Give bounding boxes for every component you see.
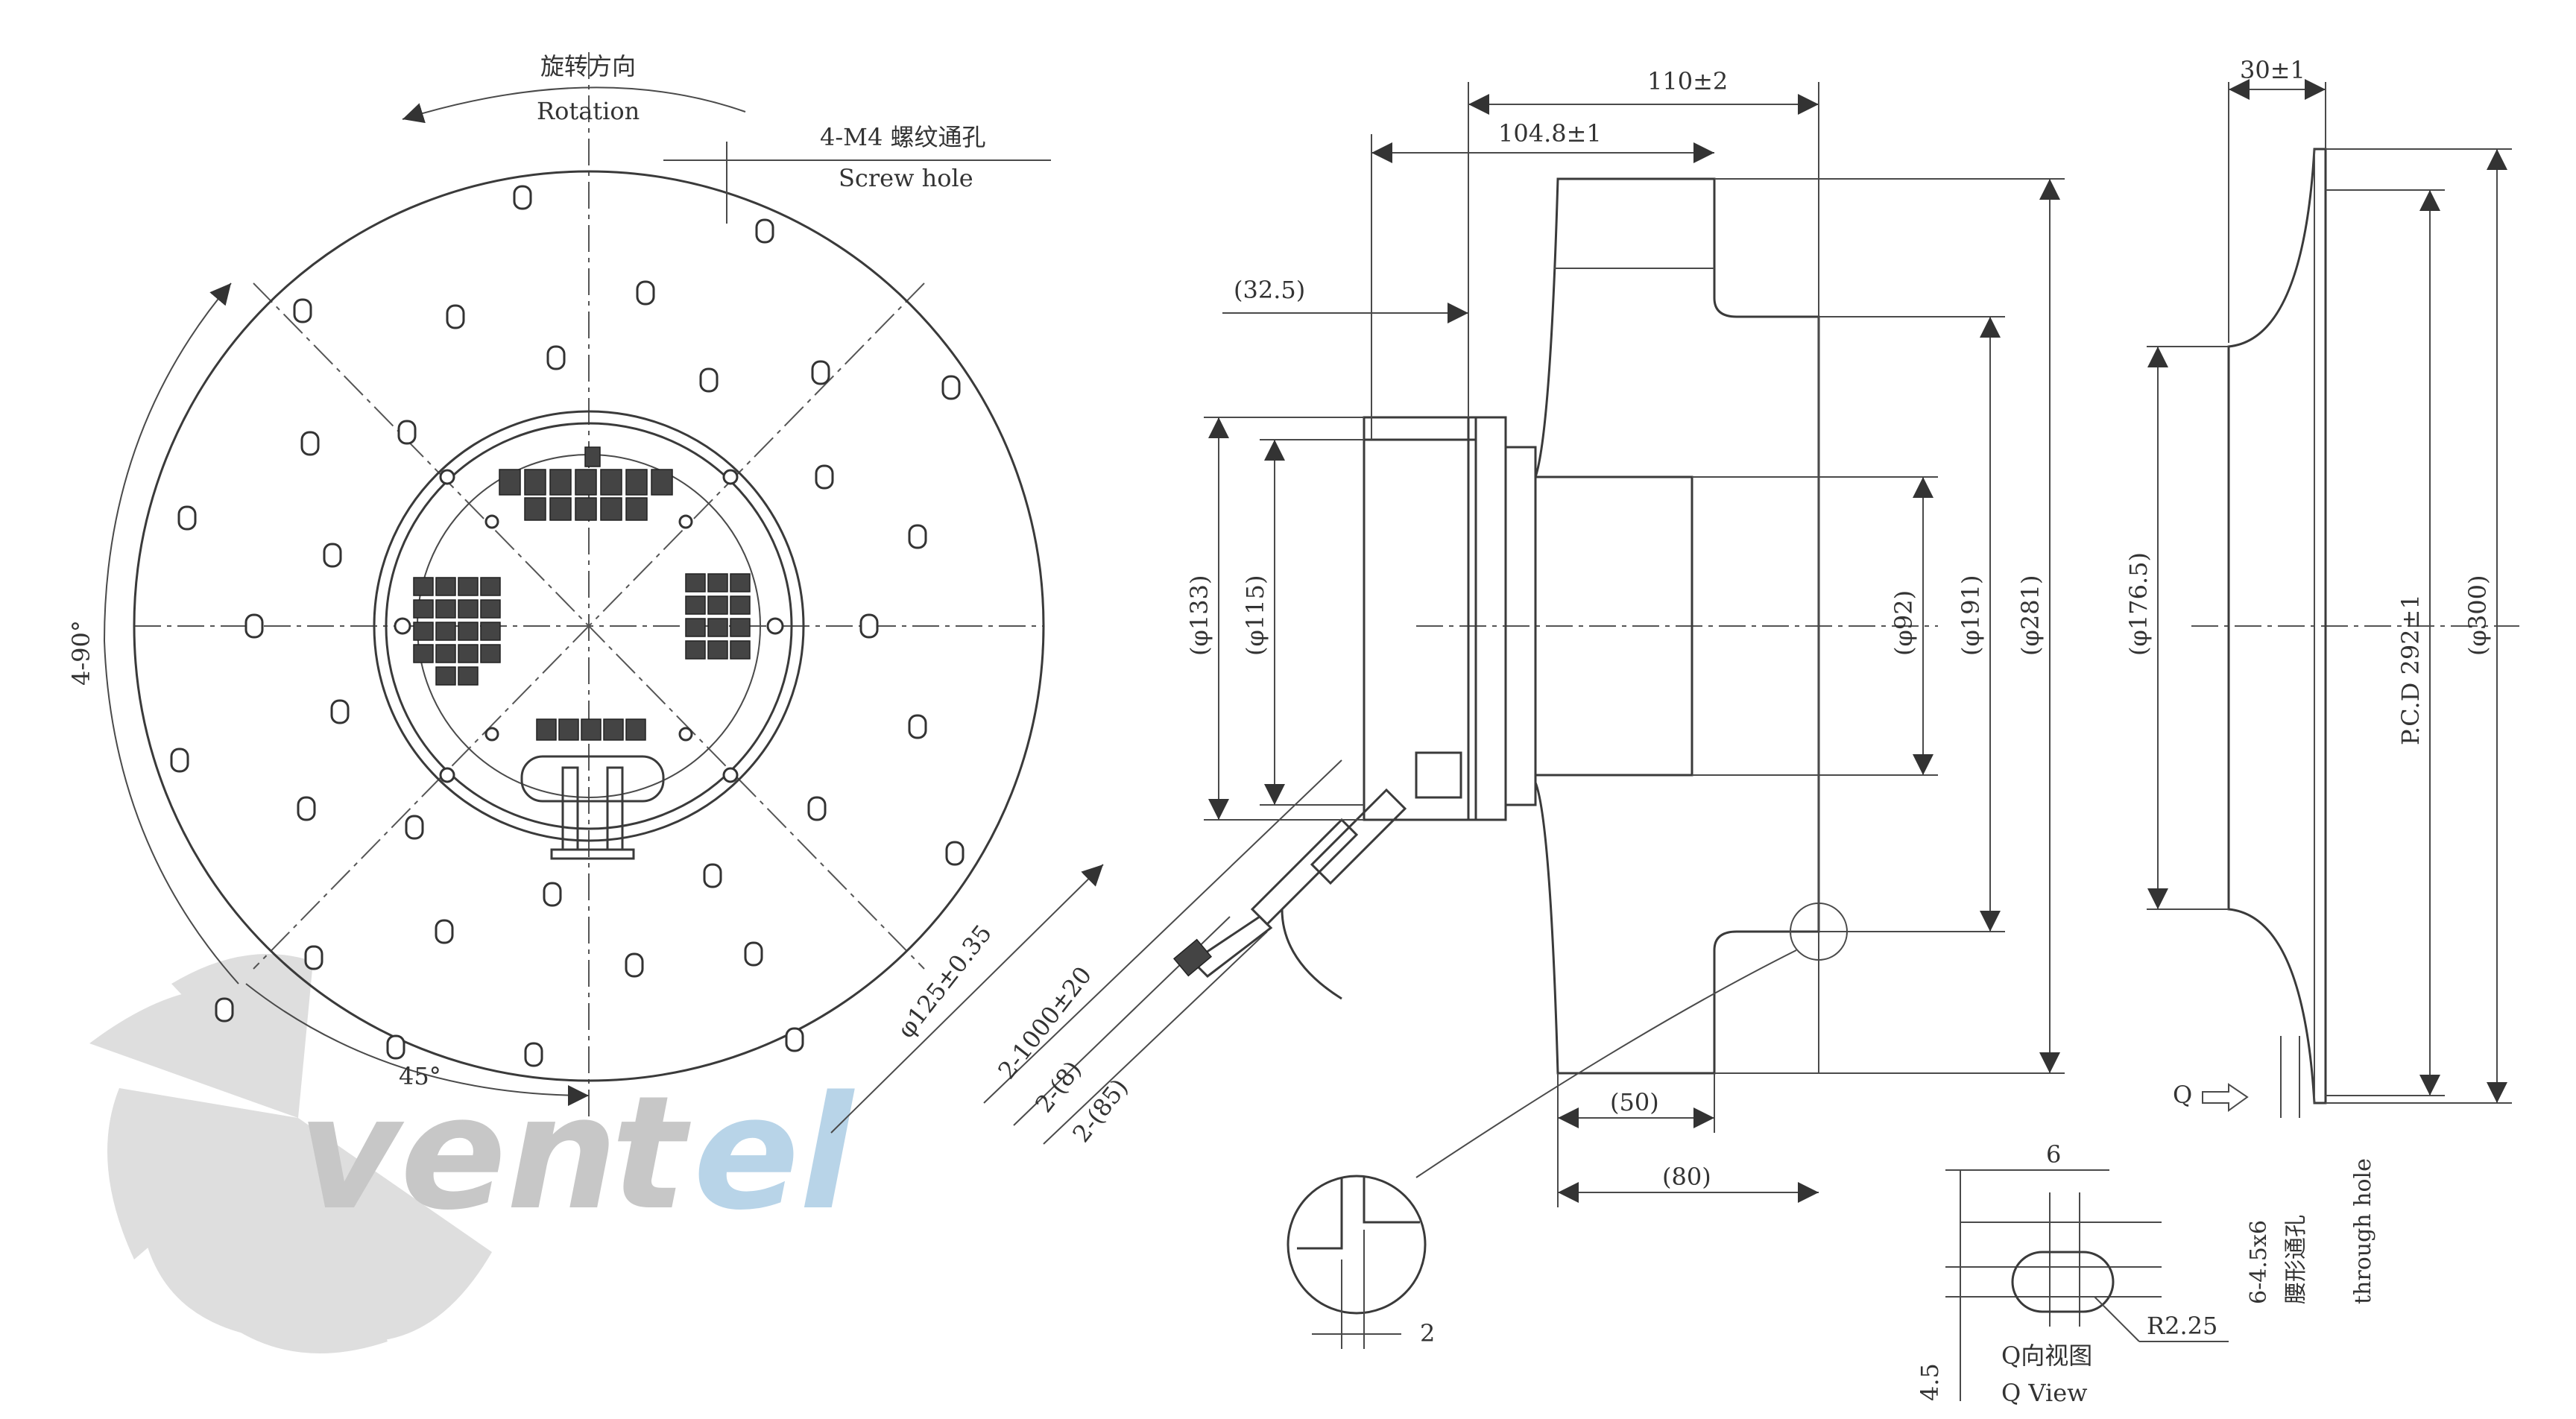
impeller-side-profile (1534, 177, 1820, 1075)
screw-hole-label-en: Screw hole (839, 164, 973, 192)
disc-mounting-slots (170, 185, 965, 1067)
terminal-block-bottom (536, 718, 646, 741)
inlet-ring-view: 30±1 (φ176.5) P.C.D 292±1 (φ300) Q 6-4.5… (1916, 56, 2519, 1407)
logo-text-t: t (611, 1062, 691, 1245)
d176-label: (φ176.5) (2124, 552, 2153, 656)
rotation-label-en: Rotation (537, 97, 640, 125)
cable-exit (1172, 788, 1407, 1000)
side-view: 110±2 104.8±1 (32.5) (φ133) (φ115) (φ92)… (1172, 67, 2065, 1349)
slot-radius-label: R2.25 (2147, 1312, 2217, 1340)
connector-box (1415, 751, 1462, 799)
w50-label: (50) (1610, 1088, 1659, 1116)
detail-view-circle (1287, 1175, 1427, 1315)
slot-width-label: 6 (2046, 1140, 2061, 1169)
motor-body (1363, 438, 1477, 821)
motor-front-lip (1363, 416, 1477, 441)
rotation-label-cn: 旋转方向 (540, 52, 636, 80)
ventel-logo: ven t el (89, 954, 855, 1353)
angle-arc-4x90 (103, 282, 239, 985)
q-view-en-label: Q View (2001, 1379, 2088, 1407)
d133-label: (φ133) (1185, 575, 1213, 656)
d281-label: (φ281) (2016, 575, 2045, 656)
cable-strip-dim-85 (1043, 931, 1268, 1145)
d115-label: (φ115) (1241, 575, 1269, 656)
ring-depth-label: 30±1 (2240, 56, 2305, 84)
screw-hole-label-cn: 4-M4 螺纹通孔 (820, 123, 985, 151)
terminal-block-right (685, 573, 751, 660)
w80-label: (80) (1662, 1163, 1711, 1191)
detail-profile-2 (1297, 1178, 1343, 1250)
q-view-detail: 6 4.5 R2.25 Q向视图 Q View (1916, 1140, 2229, 1407)
detail-profile-1 (1363, 1178, 1420, 1224)
q-view-cn-label: Q向视图 (2001, 1341, 2092, 1370)
angle-arc-45 (245, 983, 590, 1106)
holes-spec-label: 6-4.5x6 (2246, 1220, 2272, 1304)
pcd-label: φ125±0.35 (891, 919, 997, 1043)
cable-length-dim (983, 759, 1342, 1104)
angle-4x90-label: 4-90° (67, 620, 95, 686)
fan-blades-graphic (89, 954, 492, 1353)
q-view-slot (2011, 1251, 2115, 1313)
rotor-inner-ring (385, 422, 793, 830)
q-view-radius-leader (2094, 1296, 2140, 1342)
shaft-offset-label: (32.5) (1234, 276, 1305, 304)
impeller-disc (133, 170, 1045, 1082)
logo-text-ven: ven (298, 1062, 618, 1245)
cable-gland (520, 755, 665, 860)
pcd-dimension-line (830, 864, 1104, 1134)
rotor-outer-ring (373, 410, 805, 842)
d92-label: (φ92) (1890, 590, 1918, 656)
pcd-ring-label: P.C.D 292±1 (2396, 594, 2425, 745)
q-marker-label: Q (2173, 1081, 2192, 1109)
cable-strip-8-label: 2-(8) (1029, 1055, 1087, 1118)
ring-profile (2227, 148, 2327, 1104)
rotor-screw-holes (394, 469, 784, 783)
q-view-arrow (2202, 1083, 2249, 1112)
logo-text-el: el (693, 1062, 855, 1245)
d191-label: (φ191) (1957, 575, 1985, 656)
front-diagonal-centerline-2 (253, 282, 925, 970)
angle-45-label: 45° (399, 1062, 441, 1090)
overall-length-label: 110±2 (1647, 67, 1728, 95)
detail-leader (1415, 949, 1797, 1178)
slot-height-label: 4.5 (1916, 1363, 1944, 1401)
motor-flange (1467, 416, 1507, 821)
detail-thickness-label: 2 (1420, 1319, 1435, 1347)
terminal-block-top (499, 446, 673, 521)
terminal-block-left (413, 577, 501, 686)
cable-length-label: 2-1000±20 (992, 961, 1097, 1084)
detail-callout-circle (1790, 903, 1848, 961)
rotation-arrow (402, 86, 746, 124)
d300-label: (φ300) (2463, 575, 2492, 656)
holes-cn-label: 腰形通孔 (2283, 1215, 2309, 1304)
holes-en-label: through hole (2350, 1158, 2376, 1304)
motor-length-label: 104.8±1 (1498, 119, 1602, 148)
